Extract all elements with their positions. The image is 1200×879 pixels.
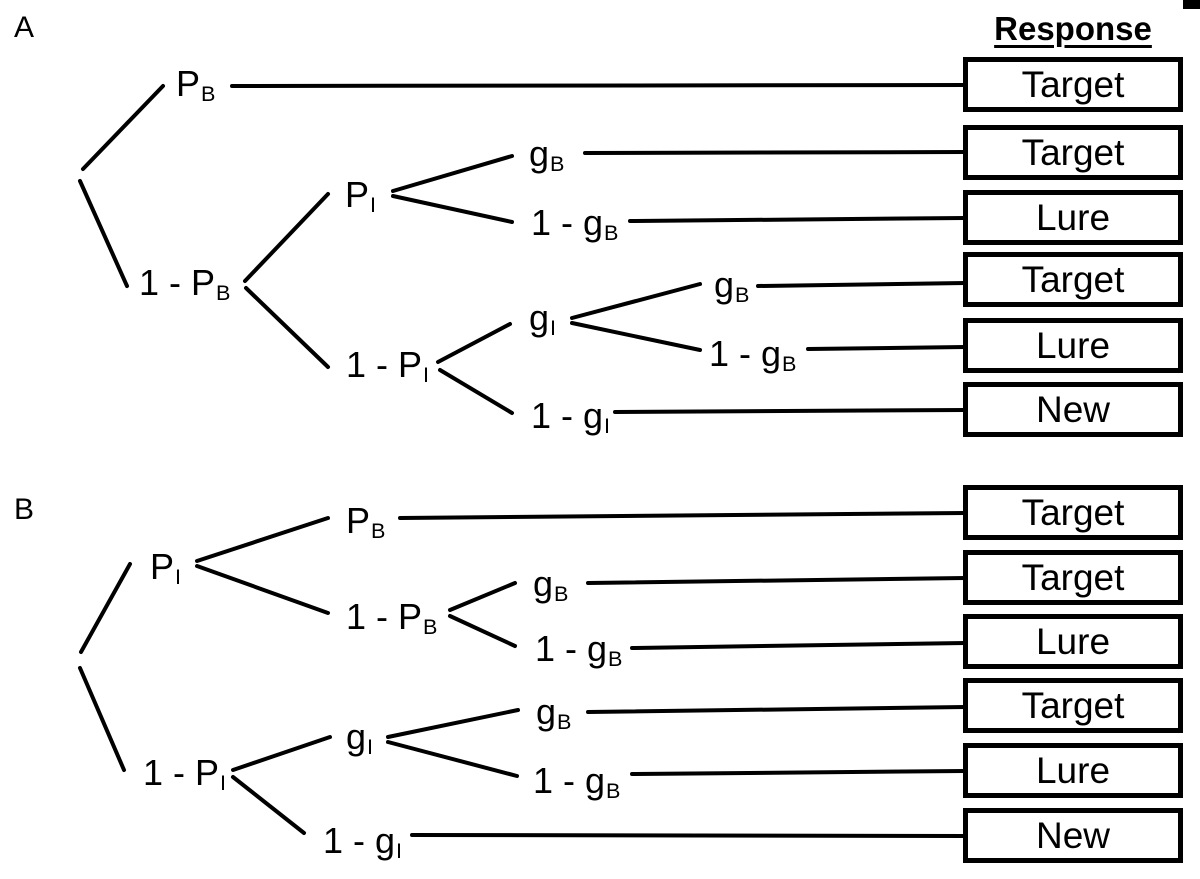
response-box: Target (963, 678, 1183, 733)
branch-line (231, 735, 332, 772)
a-branch-p-i: PI (345, 174, 377, 218)
branch-line (583, 150, 967, 155)
branch-line (386, 708, 520, 739)
b-branch-g-b-1: gB (533, 563, 569, 607)
a-branch-g-b-2: gB (714, 264, 750, 308)
branch-line (386, 740, 519, 778)
branch-line (570, 282, 702, 320)
branch-line (613, 408, 967, 414)
b-branch-1-g-b-2: 1 - gB (533, 760, 621, 804)
a-branch-1-g-b-1: 1 - gB (531, 202, 619, 246)
a-branch-p-b: PB (176, 63, 216, 107)
branch-line (78, 666, 126, 772)
branch-line (436, 322, 512, 364)
branch-line (628, 216, 967, 223)
a-branch-1-p-b: 1 - PB (139, 262, 231, 306)
response-header: Response (994, 10, 1152, 47)
branch-line (79, 562, 132, 654)
branch-line (244, 286, 330, 369)
branch-line (195, 516, 330, 563)
response-box: Target (963, 550, 1183, 605)
b-branch-p-b: PB (346, 500, 386, 544)
a-branch-1-g-i: 1 - gI (531, 395, 611, 439)
b-branch-g-b-2: gB (536, 691, 572, 735)
response-box: Lure (963, 190, 1183, 245)
branch-line (231, 775, 306, 835)
branch-line (806, 345, 967, 351)
a-branch-1-g-b-2: 1 - gB (709, 333, 797, 377)
b-branch-1-p-b: 1 - PB (346, 596, 438, 640)
branch-line (586, 576, 967, 585)
response-box: Target (963, 125, 1183, 180)
branch-line (448, 581, 517, 612)
branch-line (630, 769, 967, 776)
panel-a-label: A (14, 11, 35, 44)
b-branch-1-p-i: 1 - PI (143, 752, 227, 796)
a-branch-1-p-i: 1 - PI (346, 344, 430, 388)
response-box: Lure (963, 614, 1183, 669)
a-branch-g-b-1: gB (529, 133, 565, 177)
branch-line (398, 511, 967, 520)
branch-line (78, 179, 129, 288)
figure-crop-artifact (1183, 0, 1200, 9)
branch-line (438, 368, 514, 415)
branch-line (448, 614, 517, 648)
branch-line (410, 833, 967, 838)
a-branch-g-i: gI (529, 297, 557, 341)
panel-b-label: B (14, 493, 35, 526)
branch-line (81, 84, 165, 171)
response-box: Lure (963, 318, 1183, 373)
b-branch-1-g-i: 1 - gI (323, 820, 403, 864)
b-branch-g-i: gI (346, 716, 374, 760)
response-box: Target (963, 485, 1183, 540)
branch-line (391, 154, 514, 193)
b-branch-1-g-b-1: 1 - gB (535, 628, 623, 672)
response-box: Target (963, 252, 1183, 307)
branch-line (243, 192, 330, 283)
branch-line (391, 194, 514, 224)
branch-line (570, 321, 702, 352)
response-box: Target (963, 57, 1183, 112)
response-box: New (963, 382, 1183, 437)
branch-line (756, 281, 967, 288)
branch-line (630, 641, 967, 650)
branch-line (586, 705, 967, 714)
response-box: Lure (963, 743, 1183, 798)
b-branch-p-i: PI (150, 546, 182, 590)
branch-line (195, 564, 330, 615)
response-box: New (963, 808, 1183, 863)
branch-line (230, 83, 967, 88)
